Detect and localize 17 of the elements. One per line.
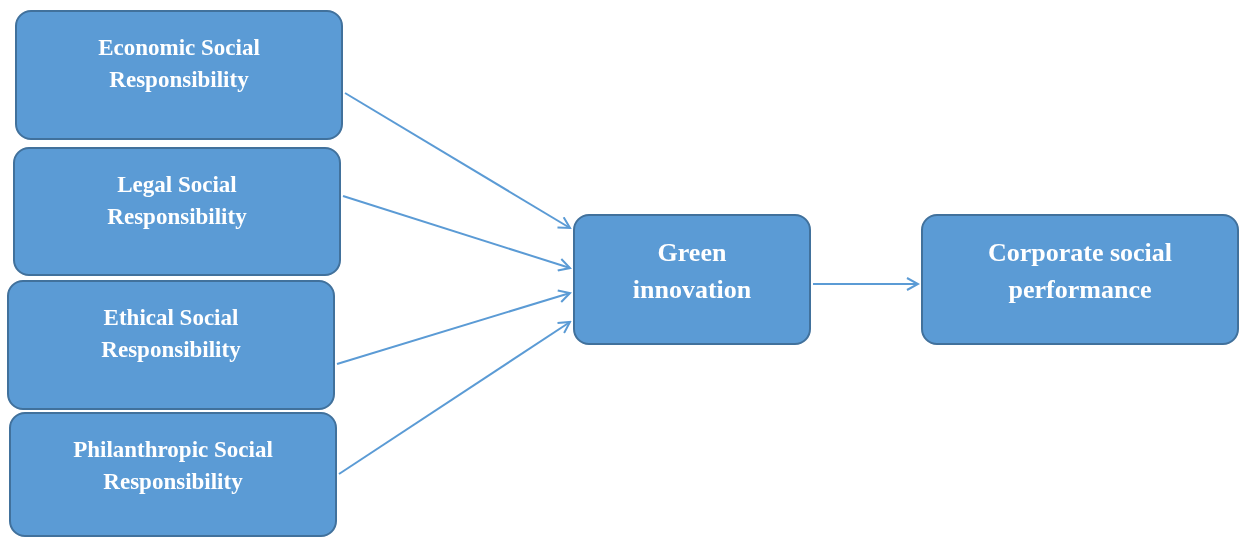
process-box [9, 412, 337, 537]
process-box [921, 214, 1239, 345]
box-label: Corporate social performance [986, 237, 1174, 306]
box-label: Philanthropic Social Responsibility [72, 436, 274, 497]
box-label: Economic Social Responsibility [97, 34, 261, 95]
box-label: Ethical Social Responsibility [100, 304, 242, 365]
process-box [573, 214, 811, 345]
box-label: Green innovation [631, 237, 753, 306]
process-box [7, 280, 335, 410]
arrow [342, 195, 571, 272]
process-box [13, 147, 341, 276]
arrow [344, 92, 571, 229]
arrow [338, 321, 571, 475]
arrow [812, 277, 919, 291]
arrow [336, 289, 571, 365]
process-box [15, 10, 343, 140]
box-label: Legal Social Responsibility [106, 171, 248, 232]
